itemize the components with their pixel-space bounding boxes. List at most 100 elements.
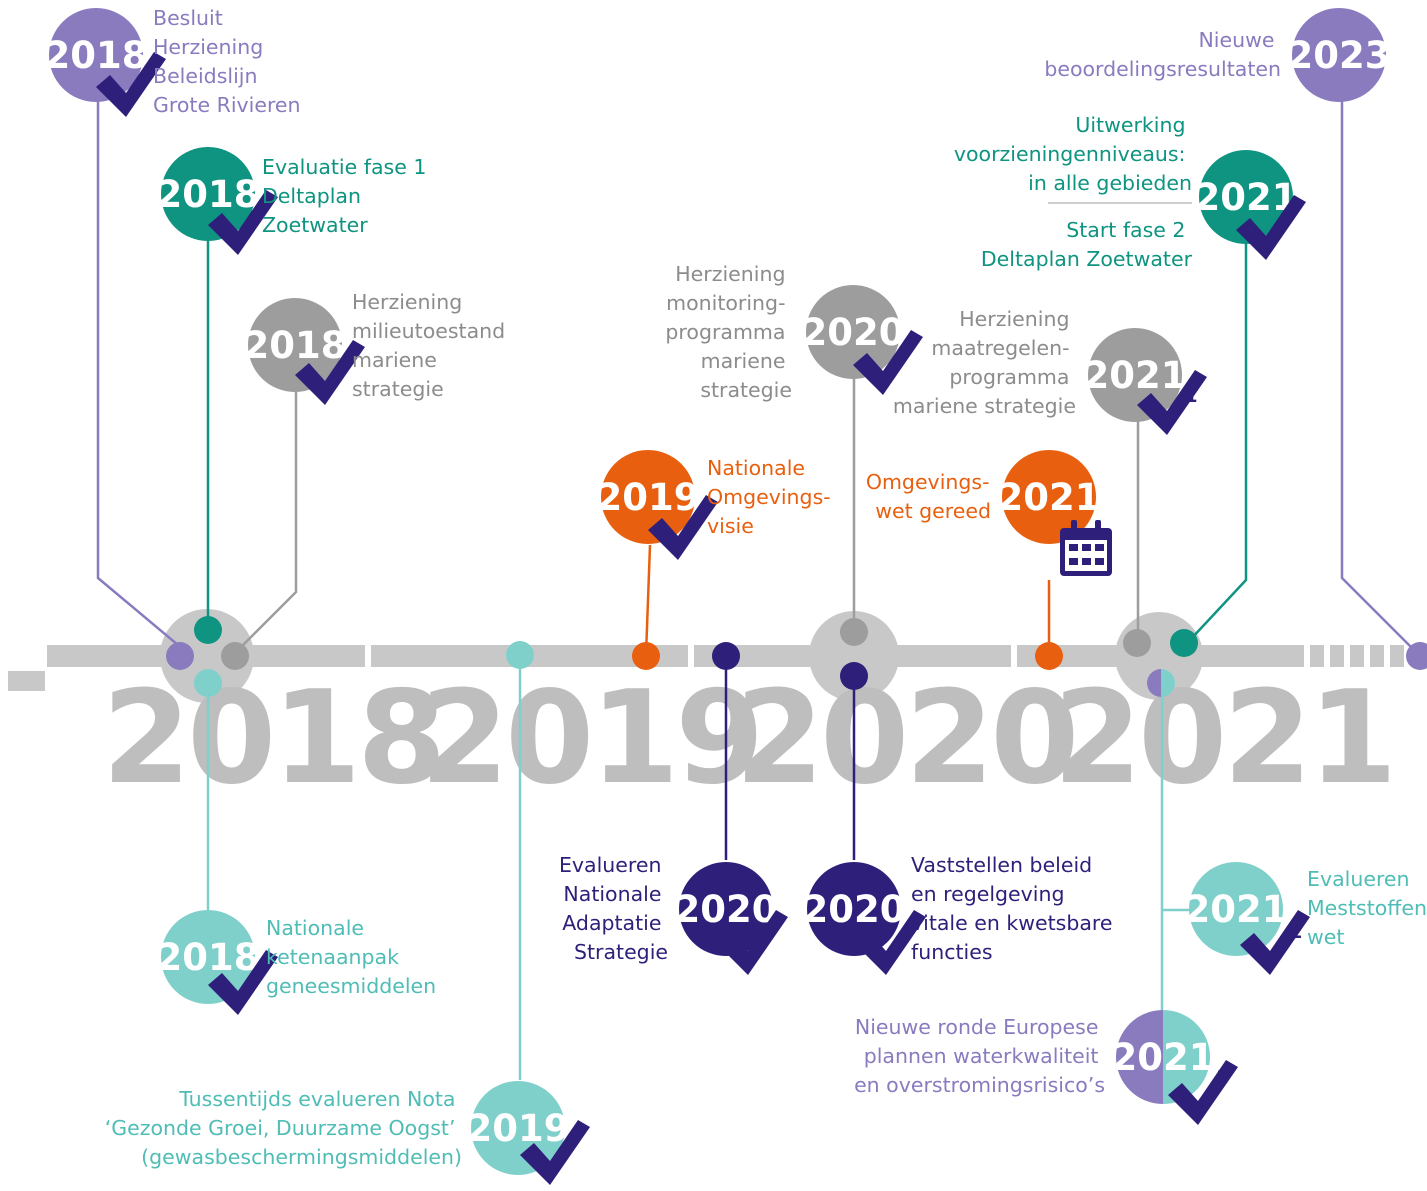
milestone-m1-year: 2018 [45, 34, 148, 77]
milestone-m3-label: Herziening milieutoestand mariene strate… [352, 290, 512, 401]
milestone-m7-year: 2021 [1084, 354, 1187, 397]
timeline-axis [8, 609, 1404, 703]
cluster-2020 [809, 611, 899, 701]
axis-dot [506, 641, 534, 669]
check-icon [853, 330, 923, 395]
check-icon [856, 910, 926, 975]
axis-dot [166, 642, 194, 670]
milestone-m3-year: 2018 [244, 324, 347, 367]
milestone-m9-bubble [1292, 8, 1386, 102]
milestone-m12-bubble [679, 862, 773, 956]
milestone-m5-bubble [806, 285, 900, 379]
milestone-m10-label: Nationale ketenaanpak geneesmiddelen [266, 916, 436, 998]
axis-dash [1370, 645, 1384, 667]
milestone-m1-bubble [49, 8, 143, 102]
milestone-m15-year: 2021 [1112, 1036, 1215, 1079]
milestone-m8-label: Uitwerking voorzieningenniveaus: in alle… [954, 113, 1192, 195]
axis-dot [1406, 642, 1427, 670]
axis-dash [1350, 645, 1364, 667]
check-icon [1137, 370, 1207, 435]
check-marks [96, 52, 1310, 1185]
milestone-m15-bubble-right [1163, 1010, 1210, 1104]
connector-m3 [237, 385, 298, 651]
milestone-m15-label: Nieuwe ronde Europese plannen waterkwali… [854, 1015, 1105, 1097]
milestone-m3-bubble [248, 298, 342, 392]
check-icon [1240, 910, 1310, 975]
calendar-icon [1060, 520, 1112, 576]
milestone-m8-year: 2021 [1195, 176, 1298, 219]
check-icon [208, 950, 278, 1015]
check-icon [1236, 195, 1306, 260]
milestone-m8-label-2: Start fase 2 Deltaplan Zoetwater [981, 218, 1193, 271]
milestone-m9-label: Nieuwe beoordelingsresultaten [1044, 28, 1281, 81]
axis-dot [712, 642, 740, 670]
milestone-m14-footnote: 2 [1290, 922, 1303, 943]
axis-year-2018: 2018 [102, 664, 442, 813]
milestone-m12-year: 2020 [675, 888, 778, 931]
axis-stub [8, 671, 45, 691]
milestone-m4-label: Nationale Omgevings- visie [707, 456, 837, 538]
axis-dot [1161, 669, 1175, 697]
axis-year-2019: 2019 [420, 664, 760, 813]
axis-dot [632, 642, 660, 670]
axis-dot [194, 669, 222, 697]
axis-dot [1035, 642, 1063, 670]
milestone-m12-label: Evalueren Nationale Adaptatie Strategie [559, 853, 668, 964]
milestone-labels: Besluit Herziening Beleidslijn Grote Riv… [105, 6, 1427, 1169]
milestone-m11-label: Tussentijds evalueren Nota ‘Gezonde Groe… [105, 1087, 462, 1169]
connector-m4 [644, 544, 652, 656]
milestone-m13-year: 2020 [803, 888, 906, 931]
milestone-m14-bubble [1189, 862, 1283, 956]
milestone-bubbles: 2018 2018 2018 2019 2020 2021 2021 2021 … [45, 8, 1391, 1175]
milestone-m7-label: Herziening maatregelen- programma marien… [893, 307, 1076, 418]
axis-dot [840, 618, 868, 646]
axis-dot [194, 616, 222, 644]
axis-dots [166, 616, 1427, 697]
milestone-m8-bubble [1199, 150, 1293, 244]
check-icon [718, 910, 788, 975]
milestone-m13-bubble [807, 862, 901, 956]
connector-lines [96, 100, 1415, 1080]
milestone-m4-year: 2019 [597, 476, 700, 519]
milestone-m15-footnote: 1 [1216, 1067, 1229, 1088]
cluster-2018 [160, 609, 254, 703]
check-icon [648, 495, 718, 560]
milestone-m7-footnote: 1 [1185, 386, 1198, 407]
check-icon [520, 1120, 590, 1185]
axis-dot [1147, 669, 1161, 697]
check-icon [208, 190, 278, 255]
milestone-m10-bubble [161, 910, 255, 1004]
milestone-m6-year: 2021 [998, 476, 1101, 519]
milestone-m6-label: Omgevings- wet gereed [866, 470, 996, 523]
milestone-m2-year: 2018 [157, 173, 260, 216]
axis-dot [1123, 629, 1151, 657]
connector-m9 [1340, 100, 1415, 651]
check-icon [295, 340, 365, 405]
axis-year-2021: 2021 [1053, 664, 1393, 813]
milestone-m15-bubble-left [1116, 1010, 1163, 1104]
axis-dash [1310, 645, 1324, 667]
axis-year-2020: 2020 [735, 664, 1075, 813]
milestone-m13-label: Vaststellen beleid en regelgeving vitale… [911, 853, 1119, 964]
milestone-m14-year: 2021 [1185, 888, 1288, 931]
milestone-m5-year: 2020 [802, 311, 905, 354]
check-icon [96, 52, 166, 117]
milestone-m2-label: Evaluatie fase 1 Deltaplan Zoetwater [262, 155, 433, 237]
axis-dash [1330, 645, 1344, 667]
axis-dot [1170, 629, 1198, 657]
connector-m8 [1189, 240, 1248, 641]
axis-dash [1390, 645, 1404, 667]
milestone-m5-label: Herziening monitoring- programma mariene… [665, 262, 792, 402]
axis-dot [840, 662, 868, 690]
milestone-m14-label: Evalueren Meststoffen- wet [1307, 867, 1427, 949]
milestone-m9-year: 2023 [1288, 34, 1391, 77]
milestone-m1-label: Besluit Herziening Beleidslijn Grote Riv… [153, 6, 301, 117]
axis-dot [221, 642, 249, 670]
milestone-m10-year: 2018 [157, 936, 260, 979]
milestone-m11-year: 2019 [467, 1107, 570, 1150]
axis-year-labels: 2018 2019 2020 2021 [102, 664, 1397, 813]
check-icon [1168, 1060, 1238, 1125]
milestone-m4-bubble [601, 450, 695, 544]
milestone-m2-bubble [161, 147, 255, 241]
